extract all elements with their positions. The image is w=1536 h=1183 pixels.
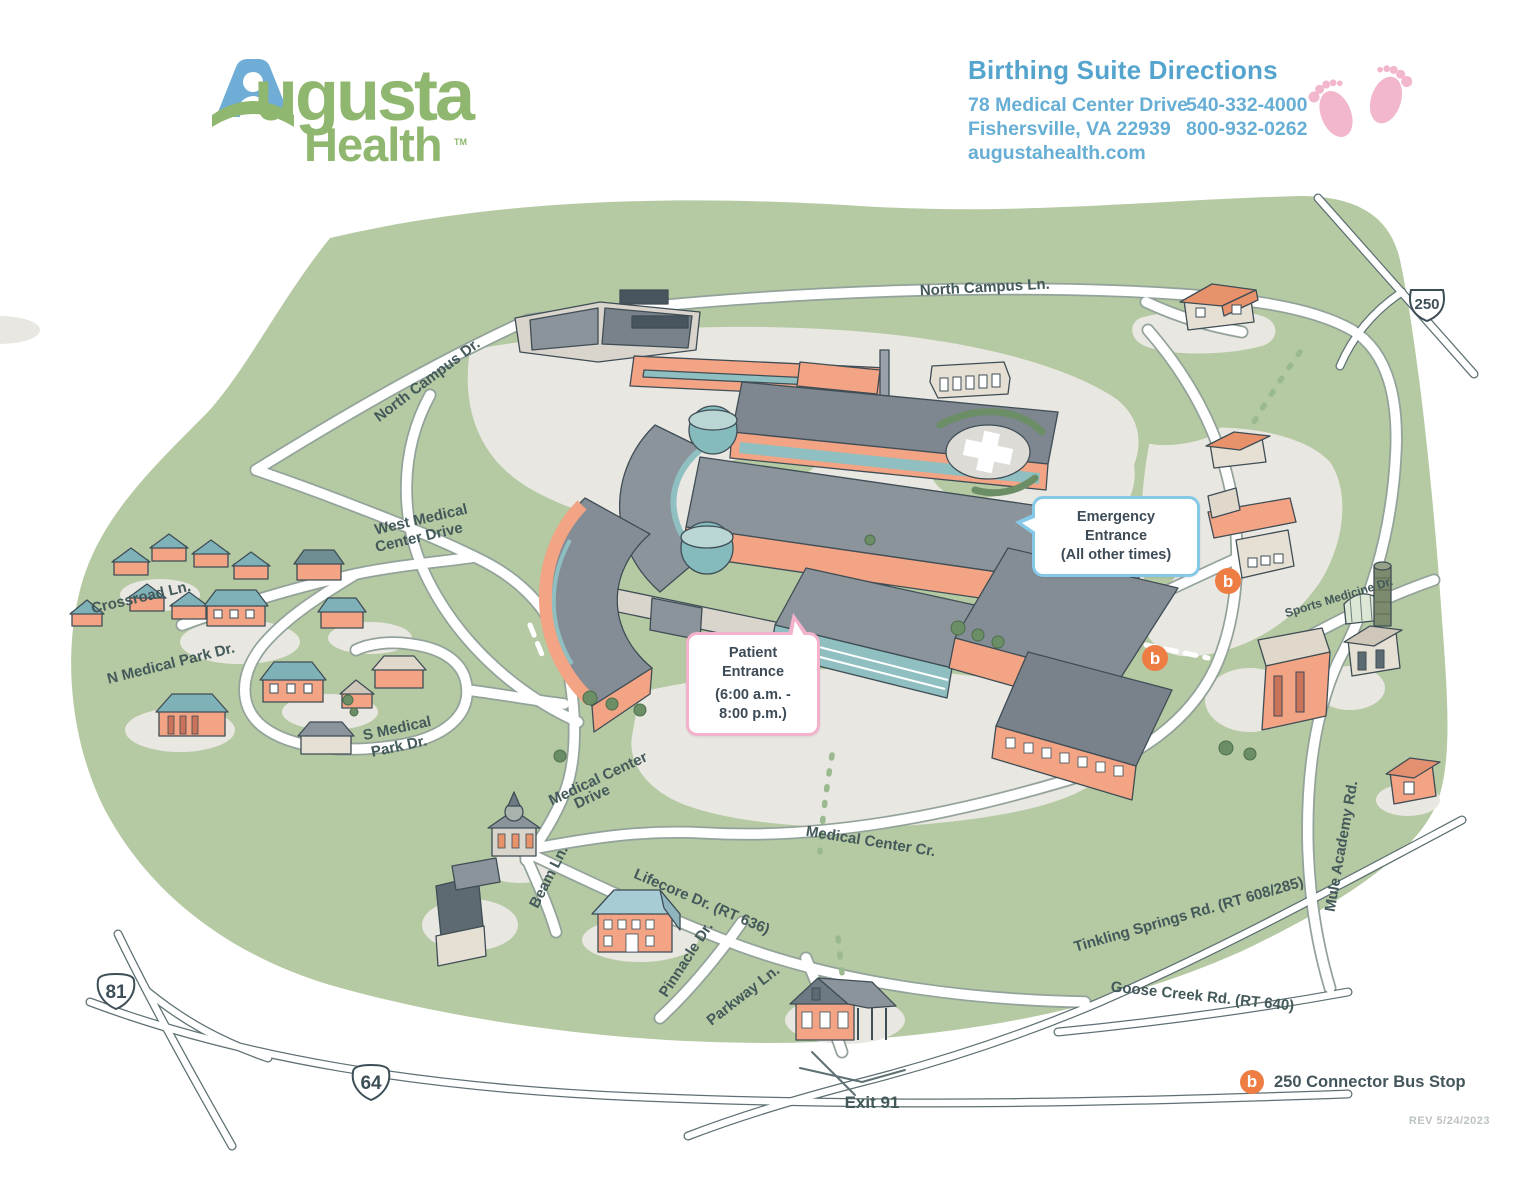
page-title: Birthing Suite Directions: [968, 55, 1278, 85]
north-east-house-2: [1205, 431, 1271, 469]
phone-1: 540-332-4000: [1186, 94, 1308, 116]
us-250-shield: 250: [1409, 289, 1445, 323]
svg-text:b: b: [1150, 649, 1160, 668]
bus-stop-marker: b: [1215, 568, 1241, 594]
label-north-campus-ln: North Campus Ln.: [919, 276, 1050, 300]
baby-feet-icon: [1308, 65, 1413, 137]
bus-legend-label: 250 Connector Bus Stop: [1274, 1072, 1466, 1091]
svg-text:81: 81: [105, 982, 127, 1003]
bus-stop-marker: b: [1142, 645, 1168, 671]
svg-text:64: 64: [360, 1073, 382, 1094]
patient-callout-line3: 8:00 p.m.): [719, 706, 787, 722]
label-goose-creek: Goose Creek Rd. (RT 640): [1110, 978, 1295, 1014]
helipad: [936, 408, 1046, 497]
logo-health-word: Health: [304, 118, 443, 171]
interstate-81-shield: 81: [96, 972, 136, 1011]
north-east-house: [1179, 283, 1259, 331]
address-line-1: 78 Medical Center Drive: [968, 94, 1189, 116]
svg-text:b: b: [1223, 572, 1233, 591]
address-line-2: Fishersville, VA 22939: [968, 118, 1171, 140]
patient-entrance-callout: Patient Entrance (6:00 a.m. - 8:00 p.m.): [686, 613, 820, 736]
north-warehouse-buildings: [514, 289, 701, 363]
phone-2: 800-932-0262: [1186, 118, 1308, 140]
website: augustahealth.com: [968, 142, 1146, 164]
logo-a-mark-icon: [212, 59, 294, 127]
east-office-complex: [1207, 487, 1297, 579]
crossroad-houses: [69, 533, 271, 627]
bus-stop-icon: b: [1240, 1070, 1264, 1094]
augusta-health-logo: ugusta Health TM: [196, 55, 486, 171]
silo: [1373, 561, 1392, 627]
barn-building: [1343, 625, 1403, 677]
emergency-callout-line2: (All other times): [1060, 547, 1172, 563]
emergency-callout-line1: Emergency Entrance: [1076, 509, 1156, 544]
bus-legend: b 250 Connector Bus Stop: [1240, 1070, 1466, 1094]
gray-office-buildings: [435, 857, 501, 967]
patient-callout-line2: (6:00 a.m. -: [715, 687, 791, 703]
south-east-barn: [1385, 757, 1441, 805]
emergency-entrance-callout: Emergency Entrance (All other times): [1015, 496, 1200, 577]
chapel-building: [487, 791, 541, 857]
interstate-64-shield: 64: [351, 1063, 391, 1102]
phone-block: 540-332-4000 800-932-0262: [1186, 93, 1307, 141]
parkway-house: [789, 977, 897, 1041]
revision-date: REV 5/24/2023: [1408, 1115, 1490, 1127]
east-tower-building: [1257, 627, 1331, 731]
utility-shed: [929, 361, 1011, 399]
school-building: [591, 889, 681, 953]
svg-text:250: 250: [1414, 296, 1439, 313]
trees: [342, 534, 1257, 763]
label-exit-91: Exit 91: [845, 1093, 900, 1112]
address-block: 78 Medical Center Drive Fishersville, VA…: [968, 93, 1188, 165]
logo-trademark: TM: [454, 137, 467, 147]
logo-wordmark: ugusta: [254, 56, 475, 136]
patient-callout-line1: Patient Entrance: [721, 645, 785, 680]
medical-park-buildings: [155, 549, 427, 755]
